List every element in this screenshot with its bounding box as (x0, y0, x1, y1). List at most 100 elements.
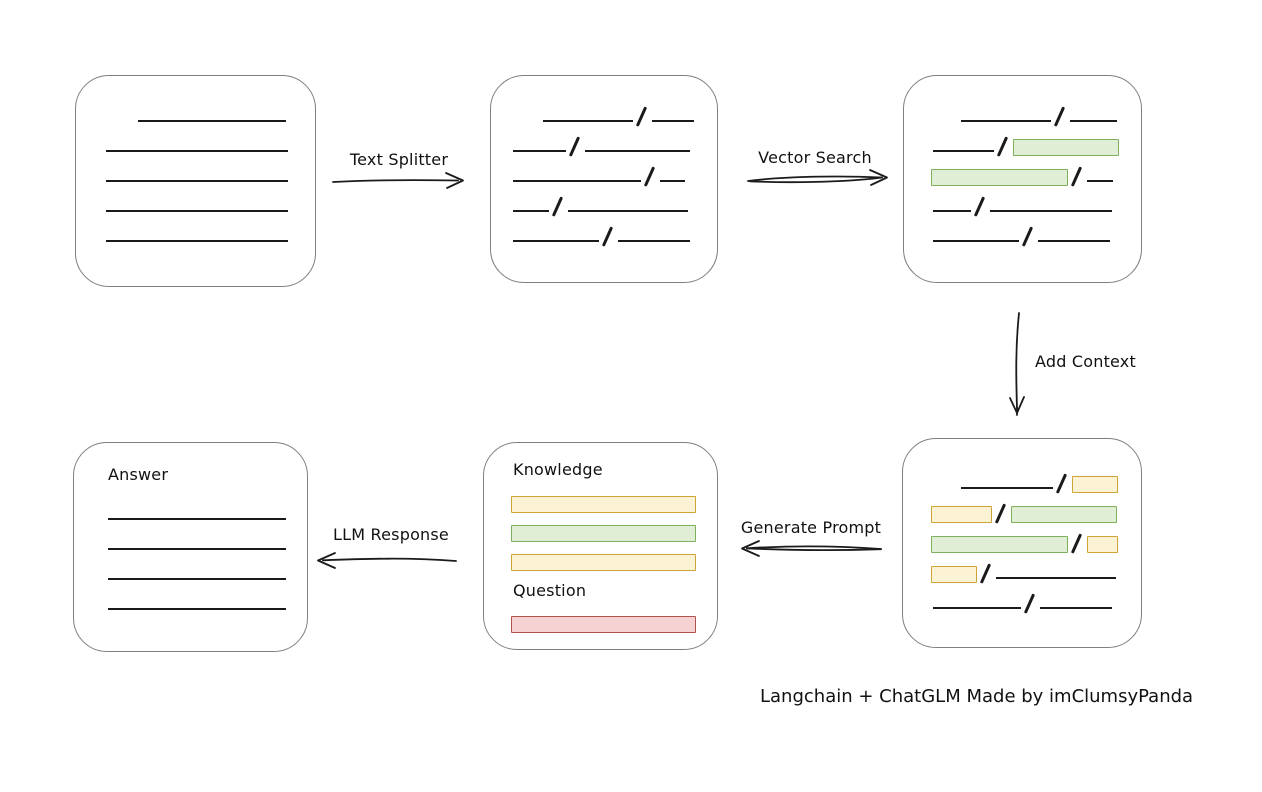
slash-separator (601, 226, 613, 247)
answer-label: Answer (108, 465, 169, 484)
text-line (543, 120, 633, 122)
yellow-highlight-bar (1071, 476, 1118, 493)
text-line (659, 180, 685, 182)
text-row (513, 126, 717, 157)
text-line (106, 180, 288, 182)
slash-separator (1053, 106, 1065, 127)
yellow-highlight-bar (931, 506, 992, 523)
text-row (138, 96, 315, 126)
text-row (931, 523, 1141, 554)
text-line (108, 548, 286, 550)
text-line (1086, 180, 1113, 182)
document-lines (76, 96, 315, 246)
text-line (106, 210, 288, 212)
credit-text: Langchain + ChatGLM Made by imClumsyPand… (760, 686, 1194, 707)
text-line (567, 210, 688, 212)
text-line (995, 577, 1116, 579)
text-row (931, 156, 1141, 187)
slash-separator (1070, 166, 1082, 187)
text-line (989, 210, 1112, 212)
text-row (513, 186, 717, 217)
slash-separator (1055, 473, 1067, 494)
vector-search-label: Vector Search (758, 148, 872, 167)
context-chunk-lines (903, 463, 1141, 614)
text-row (961, 463, 1141, 494)
generate-prompt-label: Generate Prompt (740, 518, 882, 537)
text-line (933, 240, 1019, 242)
slash-separator (973, 196, 985, 217)
text-line (513, 210, 549, 212)
green-bar (511, 525, 696, 542)
text-line (513, 240, 599, 242)
text-line (1039, 607, 1112, 609)
text-line (1037, 240, 1110, 242)
text-line (108, 608, 286, 610)
vector-search-result-box (903, 75, 1142, 283)
llm-response-arrow (317, 552, 457, 569)
answer-box: Answer (73, 442, 308, 652)
text-line (1069, 120, 1117, 122)
text-row (513, 216, 717, 247)
chunk-lines (491, 96, 717, 247)
slash-separator (1023, 593, 1035, 614)
text-line (617, 240, 690, 242)
yellow-bar (511, 496, 696, 513)
green-highlight-bar (931, 169, 1068, 186)
text-row (106, 216, 315, 246)
red-bar (511, 616, 696, 633)
text-line (513, 180, 641, 182)
context-added-box (902, 438, 1142, 648)
slash-separator (1021, 226, 1033, 247)
slash-separator (635, 106, 647, 127)
text-row (933, 126, 1141, 157)
slash-separator (979, 563, 991, 584)
slash-separator (996, 136, 1008, 157)
text-splitter-label: Text Splitter (349, 150, 449, 169)
vector-search-arrow (747, 169, 888, 186)
prompt-box: Knowledge Question (483, 442, 718, 650)
generate-prompt-arrow (741, 540, 882, 557)
green-highlight-bar (1012, 139, 1119, 156)
text-line (651, 120, 694, 122)
add-context-label: Add Context (1035, 352, 1136, 371)
text-row (933, 216, 1141, 247)
llm-response-label: LLM Response (333, 525, 449, 544)
slash-separator (551, 196, 563, 217)
yellow-bar (511, 554, 696, 571)
green-highlight-bar (1010, 506, 1117, 523)
text-row (106, 156, 315, 186)
question-label: Question (513, 581, 587, 600)
split-chunks-box (490, 75, 718, 283)
text-splitter-arrow (332, 172, 464, 189)
text-row (933, 583, 1141, 614)
text-row (513, 156, 717, 187)
slash-separator (1070, 533, 1082, 554)
text-line (513, 150, 566, 152)
text-row (931, 493, 1141, 524)
text-row (106, 126, 315, 156)
slash-separator (994, 503, 1006, 524)
answer-lines (74, 518, 286, 638)
question-bar (484, 616, 696, 645)
yellow-highlight-bar (1086, 536, 1118, 553)
text-line (933, 210, 971, 212)
knowledge-bars (484, 496, 696, 583)
knowledge-label: Knowledge (513, 460, 603, 479)
source-document-box (75, 75, 316, 287)
text-line (933, 150, 994, 152)
text-row (543, 96, 717, 127)
add-context-arrow (1009, 312, 1025, 416)
text-line (584, 150, 690, 152)
text-line (138, 120, 286, 122)
text-line (961, 487, 1053, 489)
slash-separator (568, 136, 580, 157)
text-line (106, 150, 288, 152)
text-row (961, 96, 1141, 127)
slash-separator (643, 166, 655, 187)
text-line (108, 578, 286, 580)
text-row (106, 186, 315, 216)
text-row (931, 553, 1141, 584)
text-line (106, 240, 288, 242)
matched-chunk-lines (904, 96, 1141, 247)
